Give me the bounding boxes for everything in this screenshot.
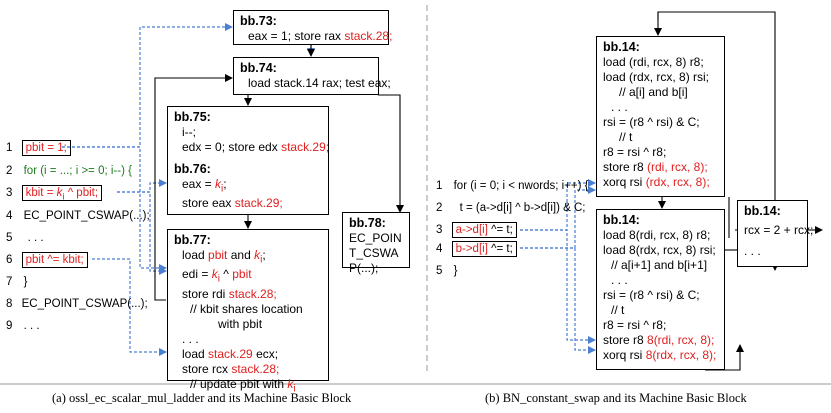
bb77-block: bb.77: load pbit and ki; edi = ki ^ pbit…	[167, 229, 329, 394]
left-code-line-9: 9 . . .	[6, 320, 40, 332]
bb14-block-1: bb.14: load (rdi, rcx, 8) r8; load (rdx,…	[596, 36, 725, 197]
bb74-block: bb.74: load stack.14 rax; test eax;	[233, 57, 391, 95]
right-code-line-1: 1 for (i = 0; i < nwords; i++) {	[436, 180, 589, 192]
line-number: 3	[6, 187, 13, 199]
highlighted-statement: kbit = ki ^ pbit;	[21, 185, 103, 202]
left-code-line-1: 1 pbit = 1;	[6, 140, 71, 156]
block-title: bb.77:	[174, 233, 211, 247]
left-code-line-5: 5 . . .	[6, 232, 44, 244]
highlighted-statement: pbit ^= kbit;	[21, 252, 88, 268]
line-number: 2	[6, 165, 13, 177]
right-code-line-5: 5 }	[436, 265, 458, 277]
caption-left: (a) ossl_ec_scalar_mul_ladder and its Ma…	[52, 391, 352, 405]
caption-right: (b) BN_constant_swap and its Machine Bas…	[485, 391, 747, 405]
left-code-line-8: 8 EC_POINT_CSWAP(...);	[6, 298, 148, 310]
left-code-line-3: 3 kbit = ki ^ pbit;	[6, 185, 103, 204]
block-title: bb.74:	[240, 61, 277, 75]
loop-header: for (i = ...; i >= 0; i--) {	[23, 165, 132, 177]
bb78-block: bb.78: EC_POINT_CSWAP(...);	[342, 212, 410, 275]
block-title: bb.78:	[349, 216, 386, 230]
right-code-line-3: 3 a->d[i] ^= t;	[436, 222, 517, 238]
block-title: bb.14:	[603, 213, 640, 227]
block-title: bb.14:	[744, 204, 781, 218]
left-code-links	[62, 23, 233, 356]
block-title: bb.14:	[603, 40, 640, 54]
left-code-line-4: 4 EC_POINT_CSWAP(...);	[6, 210, 150, 222]
highlighted-statement: b->d[i] ^= t;	[451, 241, 517, 257]
left-code-line-6: 6 pbit ^= kbit;	[6, 252, 88, 268]
right-code-line-2: 2 t = (a->d[i] ^ b->d[i]) & C;	[436, 202, 586, 214]
block-title: bb.73:	[240, 14, 277, 28]
line-number: 1	[6, 142, 13, 154]
bb75-76-block: bb.75: i--; edx = 0; store edx stack.29;…	[167, 106, 329, 215]
left-code-line-7: 7 }	[6, 276, 28, 288]
right-code-links	[520, 179, 596, 354]
highlighted-statement: pbit = 1;	[21, 140, 71, 156]
bb14-block-3: bb.14: rcx = 2 + rcx; . . .	[737, 200, 813, 267]
bb14-block-2: bb.14: load 8(rdi, rcx, 8) r8; load 8(rd…	[596, 209, 725, 370]
block-title: bb.76:	[174, 162, 211, 176]
highlighted-statement: a->d[i] ^= t;	[451, 222, 517, 238]
bb73-block: bb.73: eax = 1; store rax stack.28;	[233, 10, 392, 45]
right-code-line-4: 4 b->d[i] ^= t;	[436, 241, 517, 257]
left-code-line-2: 2 for (i = ...; i >= 0; i--) {	[6, 164, 132, 178]
block-title: bb.75:	[174, 110, 211, 124]
